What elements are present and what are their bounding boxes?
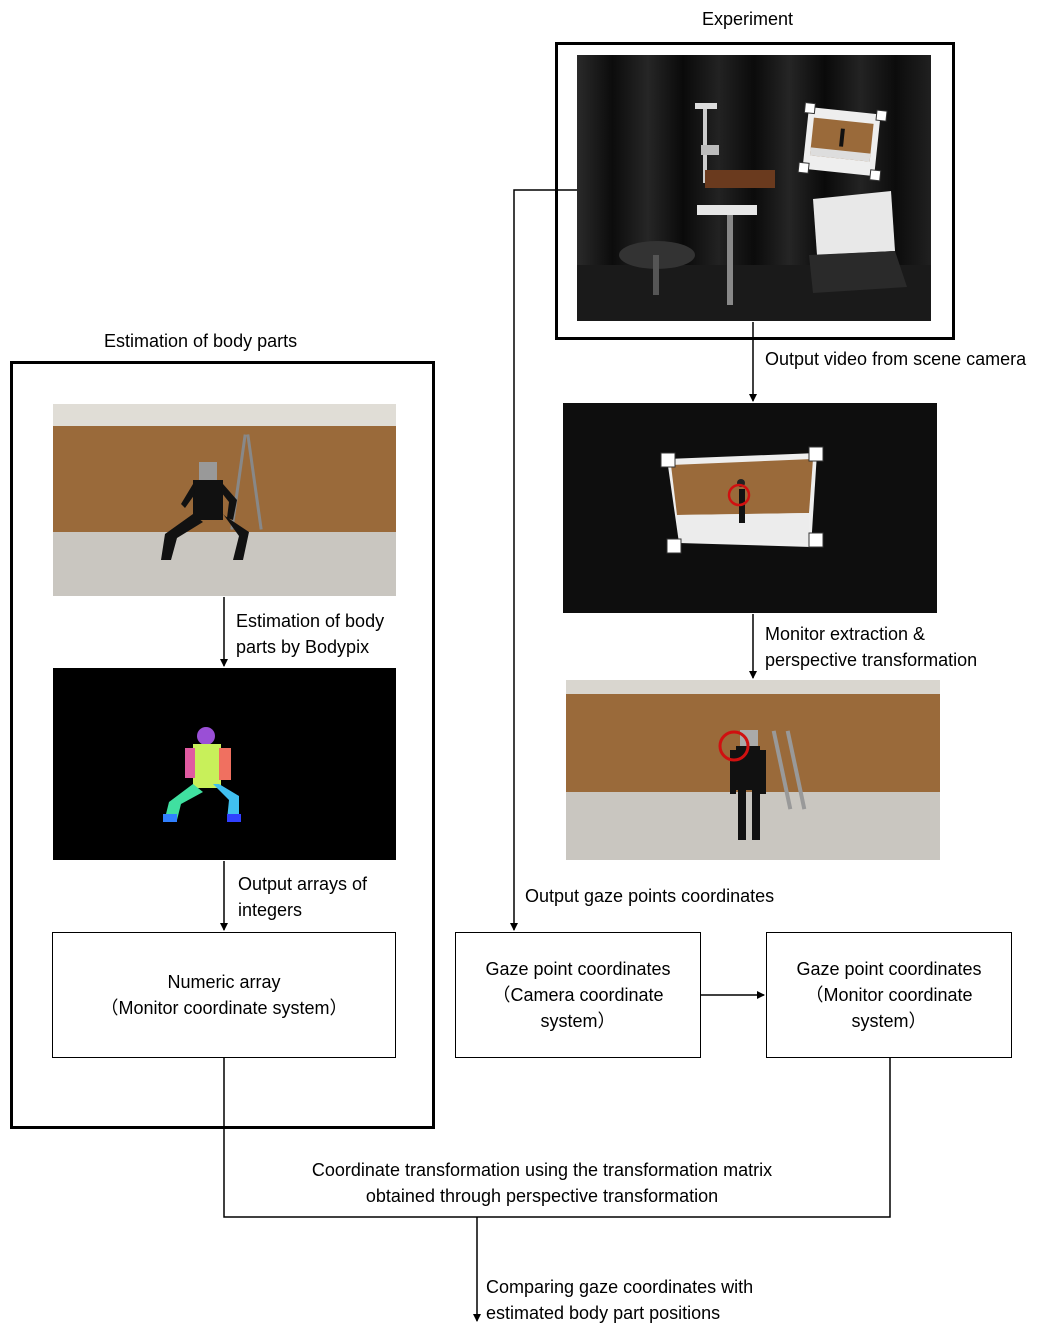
estimation-title: Estimation of body parts xyxy=(104,331,298,351)
label-estimation-bodypix: Estimation of body parts by Bodypix xyxy=(236,611,385,657)
label-output-video: Output video from scene camera xyxy=(765,349,1027,369)
estimation-frame xyxy=(10,361,435,1129)
bodypix-segmentation-photo xyxy=(53,668,396,860)
experiment-setup-photo xyxy=(577,55,931,321)
gaze-camera-box: Gaze point coordinates （Camera coordinat… xyxy=(455,932,701,1058)
label-output-arrays: Output arrays of integers xyxy=(238,874,368,920)
dancer-photo xyxy=(53,404,396,596)
experiment-title: Experiment xyxy=(702,9,794,29)
scene-camera-photo xyxy=(563,403,937,613)
extracted-monitor-photo xyxy=(566,680,940,860)
numeric-array-box: Numeric array （Monitor coordinate system… xyxy=(52,932,396,1058)
gaze-monitor-box: Gaze point coordinates （Monitor coordina… xyxy=(766,932,1012,1058)
label-comparing: Comparing gaze coordinates with estimate… xyxy=(486,1277,754,1323)
label-coordinate-transformation: Coordinate transformation using the tran… xyxy=(311,1160,773,1206)
label-monitor-extraction: Monitor extraction & perspective transfo… xyxy=(765,624,978,670)
label-output-gaze: Output gaze points coordinates xyxy=(525,886,775,906)
